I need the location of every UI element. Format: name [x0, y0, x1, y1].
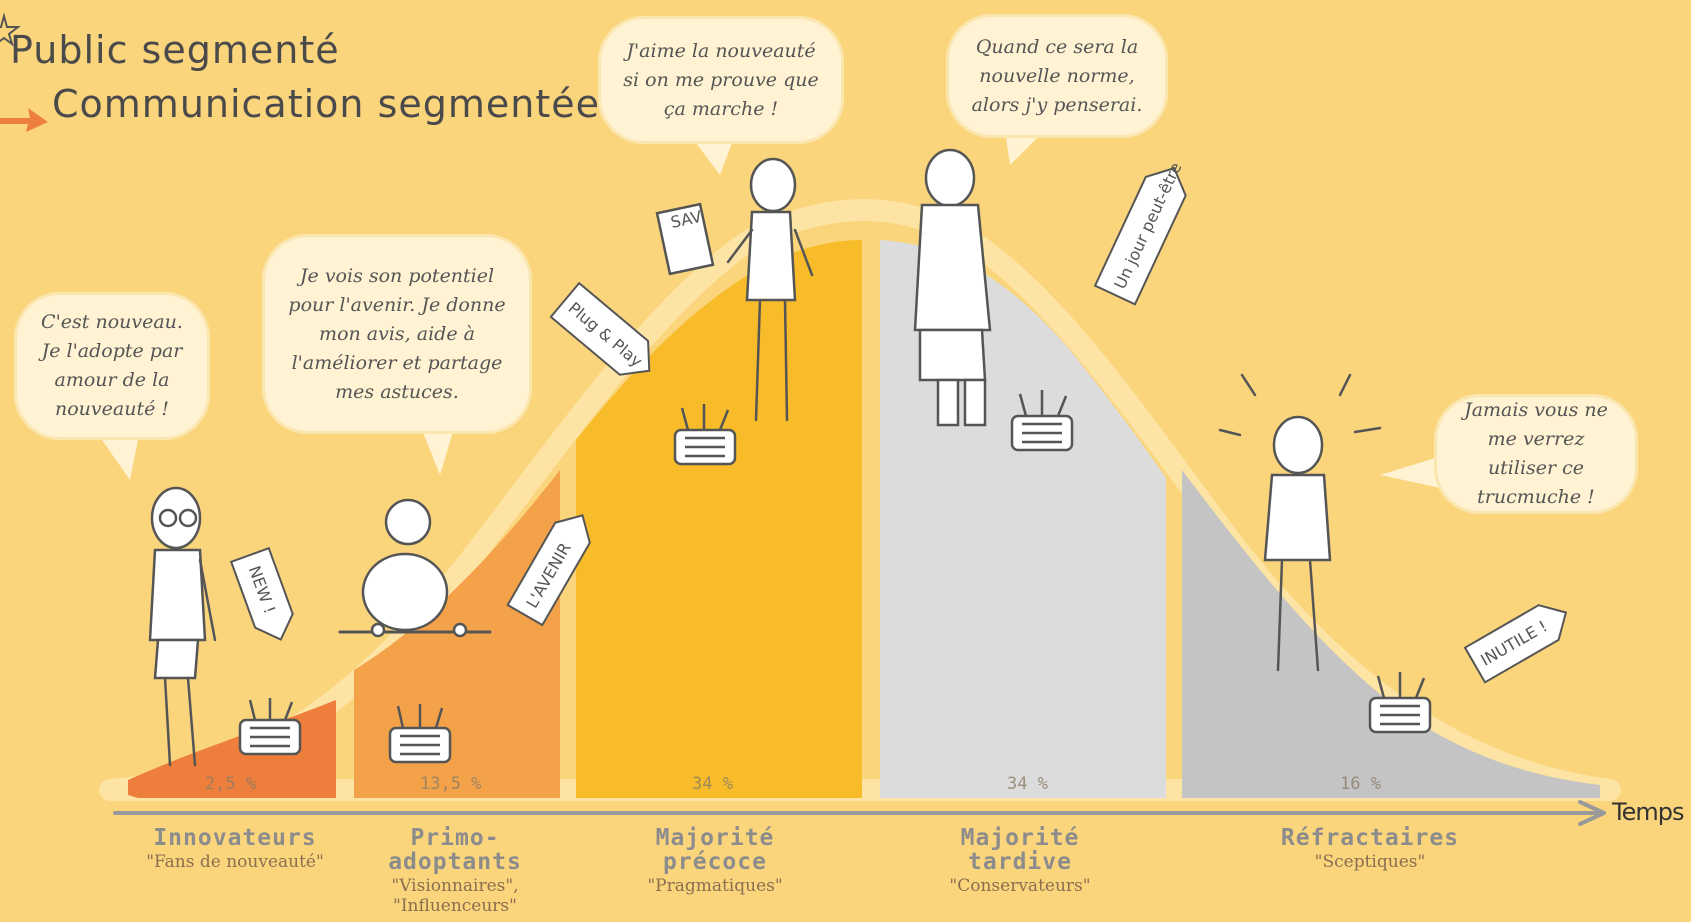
tag-laggards: INUTILE !: [1463, 604, 1568, 684]
segment-name-laggards: Réfractaires: [1280, 825, 1460, 851]
segment-name-late-majority: Majorité tardive: [960, 825, 1080, 875]
speech-bubble-late-majority: Quand ce sera la nouvelle norme, alors j…: [946, 14, 1168, 138]
bubble-tail-early-adopters: [420, 425, 455, 475]
tag-innovators: NEW !: [229, 546, 294, 641]
segment-alias-early-adopters: "Visionnaires", "Influenceurs": [391, 876, 519, 916]
segment-name-early-adopters: Primo-adoptants: [388, 825, 522, 875]
gadget-box-late-majority: [1010, 390, 1074, 452]
bubble-tail-early-majority: [690, 135, 735, 175]
segment-alias-laggards: "Sceptiques": [1314, 852, 1426, 872]
axis-label-temps: Temps: [1612, 798, 1684, 826]
segment-alias-early-majority: "Pragmatiques": [647, 876, 783, 896]
angry-person-icon: [1218, 373, 1382, 672]
standing-person-icon: [655, 157, 814, 422]
arrow-legend-icon: [0, 108, 48, 132]
bubble-tail-innovators: [95, 430, 140, 480]
speech-bubble-early-majority: J'aime la nouveauté si on me prouve que …: [598, 16, 844, 144]
old-lady-icon: [913, 148, 992, 427]
legend-communication-segmentee: Communication segmentée: [52, 82, 601, 126]
percent-laggards: 16 %: [1340, 774, 1381, 794]
segment-alias-innovators: "Fans de nouveauté": [146, 852, 324, 872]
geek-glasses-icon: [148, 486, 217, 767]
legend-public-segmente: Public segmenté: [10, 28, 340, 72]
gadget-box-laggards: [1368, 672, 1432, 734]
speech-bubble-innovators: C'est nouveau. Je l'adopte par amour de …: [14, 292, 210, 440]
segment-shape-laggards: [1182, 470, 1600, 798]
gadget-box-innovators: [238, 698, 302, 756]
time-axis-arrow-icon: [1578, 800, 1606, 826]
gadget-box-early-majority: [673, 404, 737, 466]
segment-alias-late-majority: "Conservateurs": [949, 876, 1091, 896]
seated-person-icon: [338, 498, 492, 638]
star-legend-icon: [0, 12, 21, 47]
tag-late-majority: Un jour peut-être: [1093, 159, 1187, 306]
percent-late-majority: 34 %: [1007, 774, 1048, 794]
segment-shape-early-majority: [576, 240, 862, 798]
bubble-tail-laggards: [1380, 455, 1450, 490]
segment-name-early-majority: Majorité précoce: [655, 825, 775, 875]
bubble-tail-late-majority: [1005, 130, 1045, 165]
percent-innovators: 2,5 %: [205, 774, 257, 794]
segment-name-innovators: Innovateurs: [153, 825, 317, 851]
speech-bubble-laggards: Jamais vous ne me verrez utiliser ce tru…: [1434, 394, 1638, 514]
gadget-box-early-adopters: [388, 704, 452, 764]
speech-bubble-early-adopters: Je vois son potentiel pour l'avenir. Je …: [262, 234, 532, 434]
percent-early-majority: 34 %: [692, 774, 733, 794]
percent-early-adopters: 13,5 %: [420, 774, 482, 794]
